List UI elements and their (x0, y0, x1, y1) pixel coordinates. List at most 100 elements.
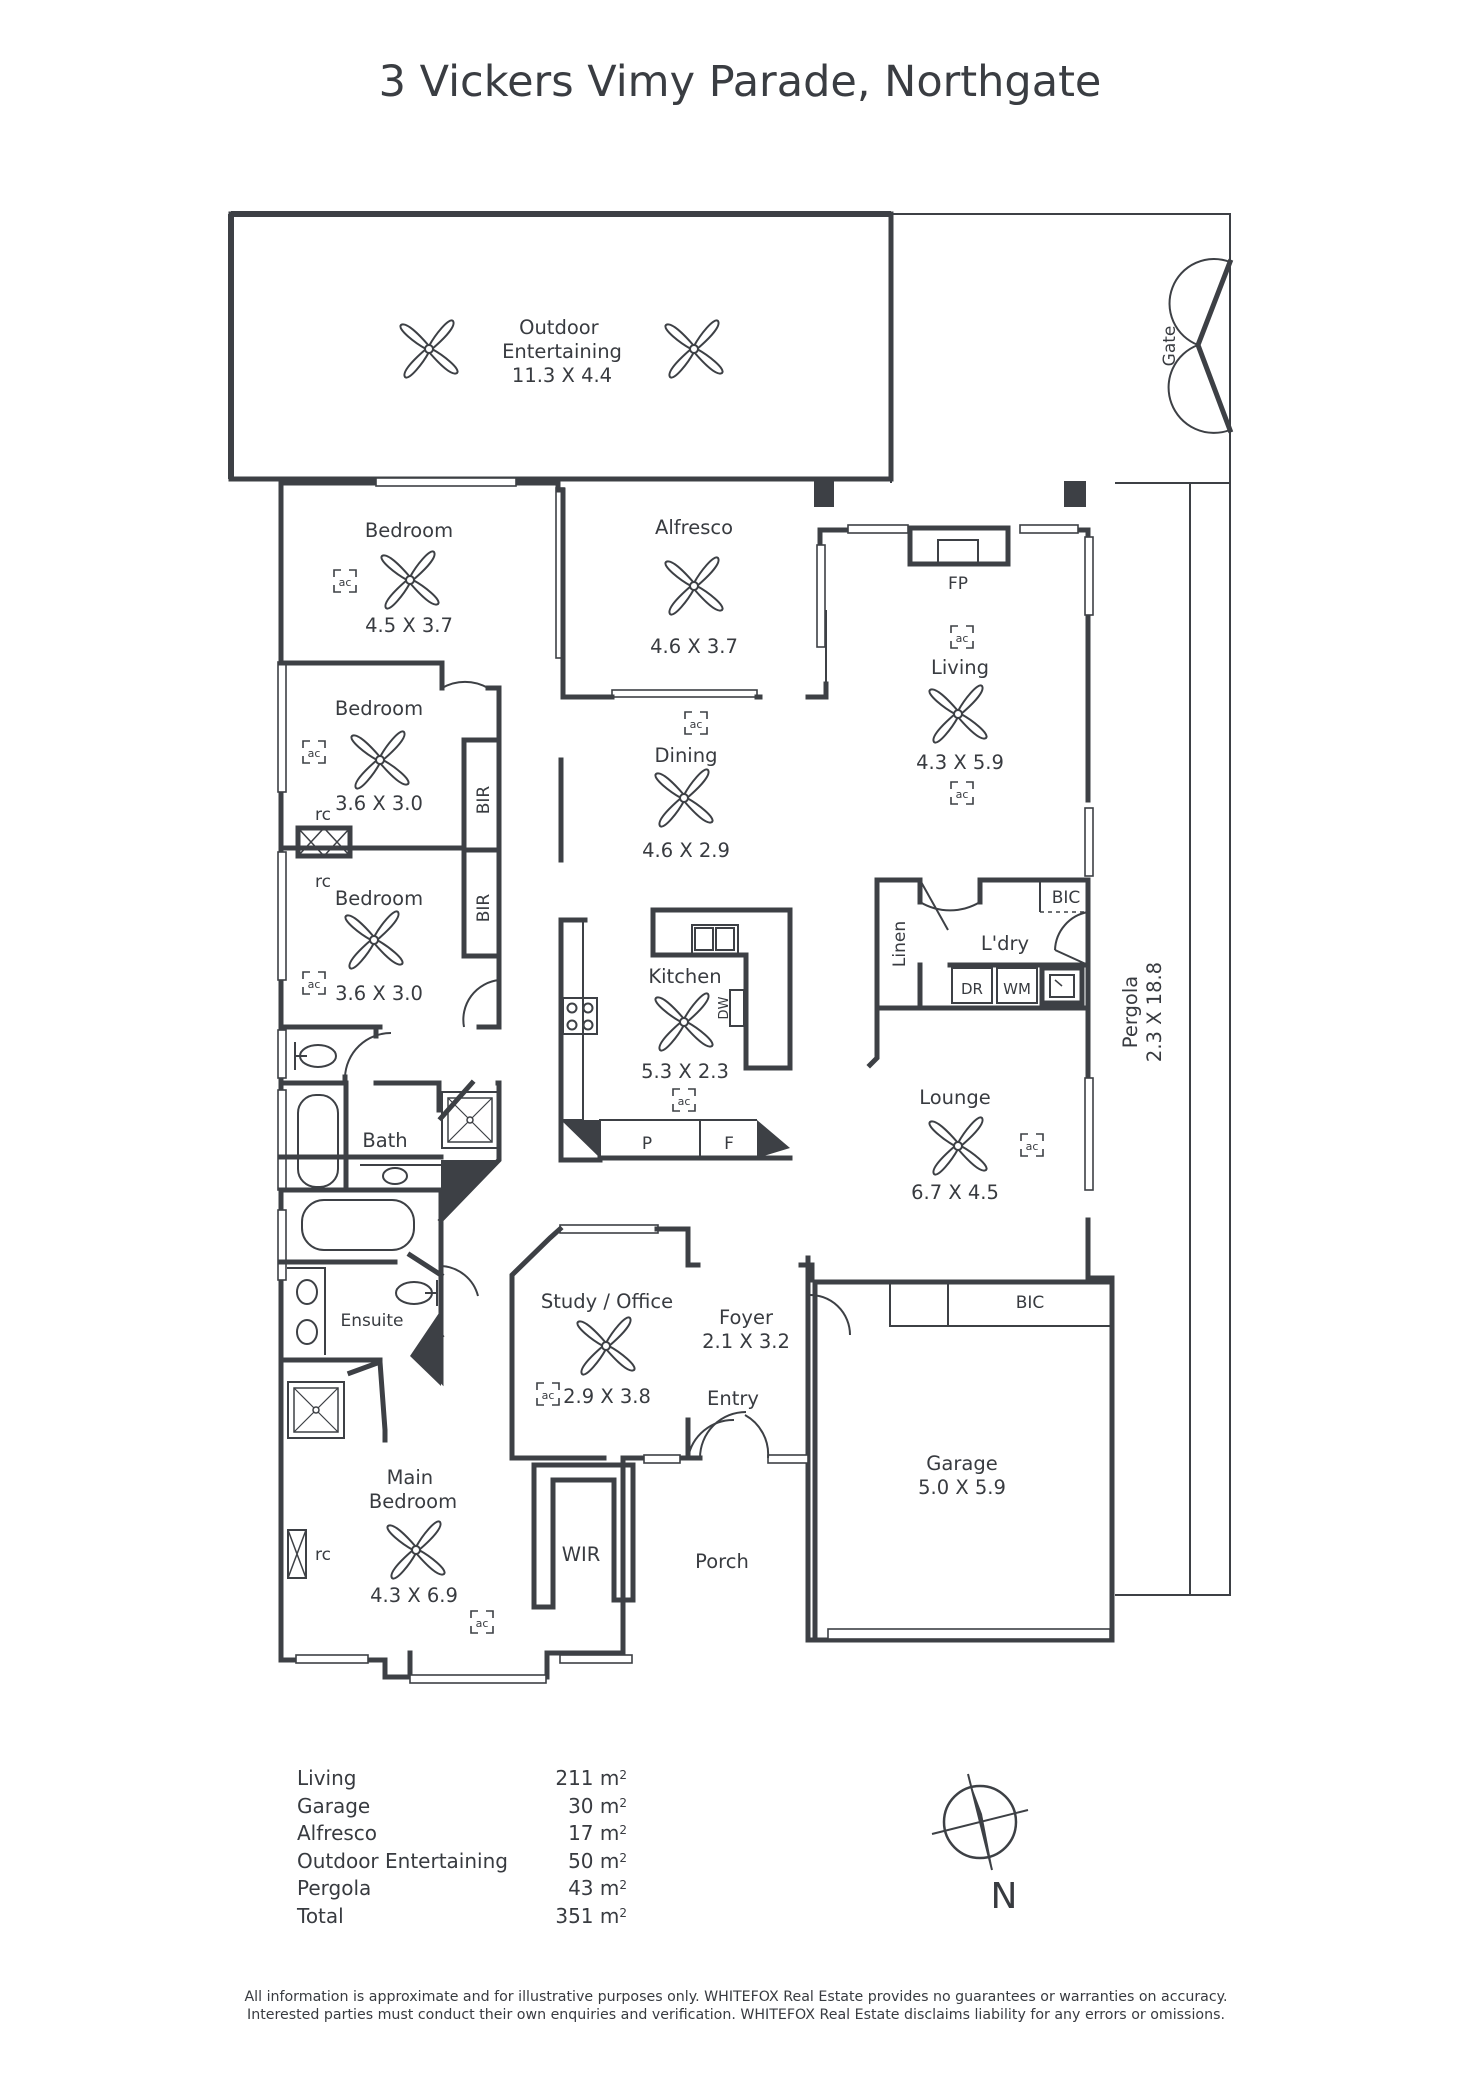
garage-label: Garage (926, 1452, 997, 1475)
area-label: Garage (297, 1793, 371, 1818)
ceiling-fan-icon (654, 992, 714, 1052)
wir-label: WIR (562, 1543, 601, 1566)
gate-label: Gate (1160, 326, 1180, 367)
area-row: Alfresco 17 m2 (297, 1820, 627, 1848)
compass-north-label: N (991, 1876, 1018, 1917)
interior-walls (278, 480, 1115, 1643)
porch-label: Porch (695, 1550, 749, 1573)
living-dimensions: 4.3 X 5.9 (916, 751, 1004, 774)
ceiling-fan-icon (386, 1520, 446, 1580)
dishwasher-label: DW (717, 996, 732, 1019)
area-label: Outdoor Entertaining (297, 1848, 508, 1873)
outdoor-entertaining-label: Outdoor Entertaining (502, 316, 622, 363)
area-row: Total 351 m2 (297, 1903, 627, 1931)
page-title: 3 Vickers Vimy Parade, Northgate (379, 57, 1102, 107)
bath-label: Bath (362, 1129, 407, 1152)
bedroom-1-label: Bedroom (365, 519, 453, 542)
ceiling-fan-icon (350, 730, 410, 790)
kitchen-dimensions: 5.3 X 2.3 (641, 1060, 729, 1083)
ceiling-fan-icon (664, 319, 724, 379)
ceiling-fan-icon (399, 319, 459, 379)
bic-label: BIC (1016, 1293, 1045, 1313)
linen-label: Linen (890, 921, 910, 967)
fireplace (907, 525, 1011, 567)
area-row: Garage 30 m2 (297, 1793, 627, 1821)
ceiling-fan-icon (928, 1116, 988, 1176)
kitchen-label: Kitchen (648, 965, 721, 988)
alfresco-label: Alfresco (655, 516, 733, 539)
ceiling-fan-icon (344, 910, 404, 970)
foyer-dimensions: 2.1 X 3.2 (702, 1330, 790, 1353)
fireplace-label: FP (948, 574, 968, 594)
study-office-label: Study / Office (541, 1290, 673, 1313)
alfresco-dimensions: 4.6 X 3.7 (650, 635, 738, 658)
fridge-label: F (724, 1134, 734, 1154)
entry-label: Entry (707, 1387, 759, 1410)
ceiling-fan-icon (664, 556, 724, 616)
living-label: Living (931, 656, 989, 679)
post (814, 481, 834, 507)
area-schedule: Living 211 m2 Garage 30 m2 Alfresco 17 m2 Outd… (297, 1765, 627, 1930)
outdoor-entertaining-dimensions: 11.3 X 4.4 (512, 364, 612, 387)
main-bedroom-dimensions: 4.3 X 6.9 (370, 1584, 458, 1607)
garage-dimensions: 5.0 X 5.9 (918, 1476, 1006, 1499)
ac-label: ac (690, 718, 703, 731)
ensuite-label: Ensuite (341, 1311, 404, 1331)
bic-label: BIC (1052, 888, 1081, 908)
rc-label: rc (315, 805, 331, 825)
post (1064, 481, 1086, 507)
disclaimer: All information is approximate and for i… (0, 1988, 1472, 2024)
area-value: 211 m2 (555, 1766, 627, 1790)
bedroom-2-dimensions: 3.6 X 3.0 (335, 792, 423, 815)
ac-label: ac (956, 788, 969, 801)
ceiling-fan-icon (576, 1316, 636, 1376)
pergola-outline (890, 213, 1231, 1596)
area-row: Outdoor Entertaining 50 m2 (297, 1848, 627, 1876)
dryer-label: DR (961, 980, 983, 998)
ceiling-fan-icon (654, 768, 714, 828)
lounge-label: Lounge (919, 1086, 991, 1109)
ac-label: ac (956, 632, 969, 645)
ac-label: ac (476, 1617, 489, 1630)
pergola-dimensions: 2.3 X 18.8 (1143, 962, 1166, 1062)
area-value: 30 m2 (568, 1793, 627, 1818)
rc-label: rc (315, 1545, 331, 1565)
bedroom-3-dimensions: 3.6 X 3.0 (335, 982, 423, 1005)
area-label: Total (297, 1903, 344, 1928)
bir-label: BIR (474, 894, 494, 923)
area-value: 351 m2 (555, 1903, 627, 1928)
study-office-dimensions: 2.9 X 3.8 (563, 1385, 651, 1408)
bedroom-1-dimensions: 4.5 X 3.7 (365, 614, 453, 637)
pantry-label: P (642, 1134, 652, 1154)
area-row: Living 211 m2 (297, 1765, 627, 1793)
dining-label: Dining (655, 744, 718, 767)
bedroom-3-label: Bedroom (335, 887, 423, 910)
ceiling-fan-icon (928, 684, 988, 744)
washing-machine-label: WM (1003, 980, 1031, 998)
area-value: 50 m2 (568, 1848, 627, 1873)
outdoor-entertaining-area (228, 211, 894, 482)
rc-label: rc (315, 872, 331, 892)
area-label: Living (297, 1766, 357, 1790)
north-compass-icon (931, 1773, 1029, 1871)
door-swings (344, 610, 1089, 1459)
ac-label: ac (308, 978, 321, 991)
lounge-dimensions: 6.7 X 4.5 (911, 1181, 999, 1204)
ac-label: ac (678, 1095, 691, 1108)
laundry-label: L'dry (981, 932, 1029, 955)
main-bedroom-label: Main Bedroom (369, 1466, 457, 1513)
gate (1167, 258, 1234, 434)
ac-label: ac (1026, 1140, 1039, 1153)
ceiling-fan-icon (380, 550, 440, 610)
disclaimer-line: Interested parties must conduct their ow… (247, 2007, 1225, 2023)
ac-label: ac (308, 747, 321, 760)
area-label: Pergola (297, 1876, 372, 1900)
area-label: Alfresco (297, 1821, 378, 1845)
dining-dimensions: 4.6 X 2.9 (642, 839, 730, 862)
ac-label: ac (339, 576, 352, 589)
area-value: 17 m2 (568, 1821, 627, 1845)
pergola-label: Pergola (1119, 976, 1142, 1048)
robe-cupboard (287, 825, 353, 1579)
